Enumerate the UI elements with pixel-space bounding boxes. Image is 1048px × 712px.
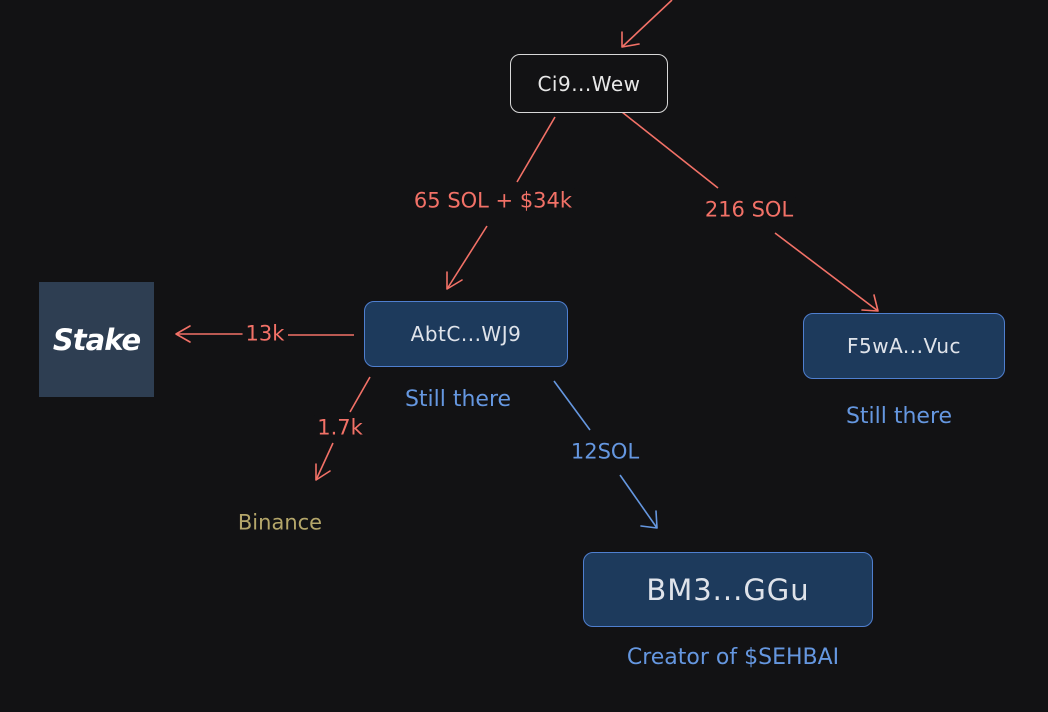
arrowhead-abtc-stake (175, 325, 191, 343)
edge-ci9-f5wa-upper (621, 111, 719, 189)
destination-binance: Binance (234, 510, 326, 536)
edge-label-ci9-f5wa: 216 SOL (701, 197, 797, 223)
edge-ci9-f5wa-lower (774, 232, 879, 312)
wallet-node-abtc: AbtC...WJ9 (364, 301, 568, 367)
arrowhead-incoming-ci9 (621, 31, 640, 48)
edge-label-abtc-stake: 13k (242, 321, 288, 347)
wallet-node-abtc-label: AbtC...WJ9 (410, 322, 522, 346)
edge-abtc-binance-lower (315, 442, 334, 481)
stake-logo: Stake (39, 282, 154, 397)
note-abtc-status: Still there (404, 387, 512, 412)
stake-logo-wordmark: Stake (52, 322, 141, 357)
wallet-node-f5wa-label: F5wA...Vuc (847, 334, 961, 358)
note-f5wa-status: Still there (845, 404, 953, 429)
arrowhead-abtc-binance (315, 463, 331, 481)
arrowhead-ci9-f5wa (861, 294, 879, 312)
wallet-node-bm3: BM3...GGu (583, 552, 873, 627)
wallet-node-bm3-label: BM3...GGu (646, 572, 810, 607)
wallet-node-ci9: Ci9...Wew (510, 54, 668, 113)
edge-label-abtc-bm3: 12SOL (567, 439, 643, 465)
edge-abtc-bm3-lower (619, 474, 658, 529)
wallet-node-f5wa: F5wA...Vuc (803, 313, 1005, 379)
arrowhead-abtc-bm3 (640, 510, 658, 529)
edge-ci9-abtc-lower (446, 225, 488, 290)
arrowhead-ci9-abtc (446, 271, 463, 290)
edge-incoming-ci9 (621, 0, 673, 48)
edge-label-ci9-abtc: 65 SOL + $34k (410, 188, 576, 214)
wallet-node-ci9-label: Ci9...Wew (537, 71, 641, 96)
edge-abtc-bm3-upper (553, 380, 591, 431)
edge-abtc-binance-upper (349, 376, 371, 413)
edge-ci9-abtc-upper (516, 116, 556, 183)
edge-label-abtc-binance: 1.7k (314, 415, 366, 441)
note-bm3-role: Creator of $SEHBAI (626, 645, 840, 670)
